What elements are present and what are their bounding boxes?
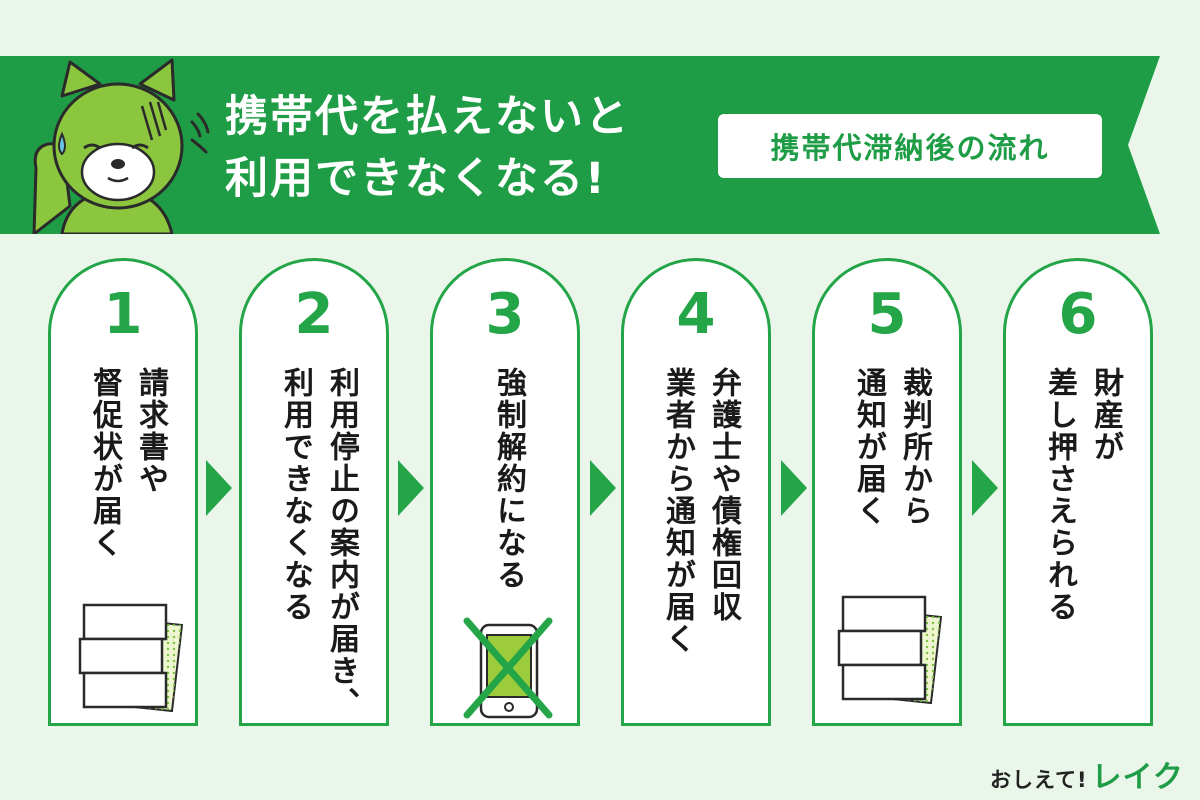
step-card-3: 3 強制解約になる — [430, 258, 580, 726]
step-card-2: 2 利用停止の案内が届き、 利用できなくなる — [239, 258, 389, 726]
step-text: 強制解約になる — [485, 367, 531, 591]
step-text-line: 強制解約になる — [491, 367, 526, 591]
step-text-line: 差し押さえられる — [1042, 367, 1077, 623]
step-text-line: 督促状が届く — [87, 367, 122, 559]
step-text: 財産が 差し押さえられる — [1036, 367, 1128, 623]
step-number: 1 — [103, 282, 143, 347]
step-number: 2 — [294, 282, 334, 347]
step-text-line: 業者から通知が届く — [660, 367, 695, 655]
header-banner: 携帯代を払えないと 利用できなくなる! 携帯代滞納後の流れ — [0, 56, 1200, 234]
arrow-right-icon — [590, 460, 616, 516]
step-number: 3 — [485, 282, 525, 347]
logo-prefix: おしえて! — [990, 768, 1088, 792]
ribbon-shape — [0, 56, 1160, 234]
step-text-line: 通知が届く — [851, 367, 886, 527]
headline: 携帯代を払えないと 利用できなくなる! — [225, 86, 685, 210]
step-text-line: 利用できなくなる — [278, 367, 313, 623]
step-card-4: 4 弁護士や債権回収 業者から通知が届く — [621, 258, 771, 726]
step-text-line: 財産が — [1088, 367, 1123, 463]
step-number: 5 — [867, 282, 907, 347]
step-card-6: 6 財産が 差し押さえられる — [1003, 258, 1153, 726]
paper-document-icon — [837, 595, 943, 705]
subtitle-label: 携帯代滞納後の流れ — [718, 114, 1102, 178]
logo-name: レイク — [1091, 760, 1184, 795]
step-card-5: 5 裁判所から 通知が届く — [812, 258, 962, 726]
step-text: 弁護士や債権回収 業者から通知が届く — [654, 367, 746, 655]
arrow-right-icon — [398, 460, 424, 516]
step-text-line: 裁判所から — [897, 367, 932, 527]
step-text-line: 弁護士や債権回収 — [706, 367, 741, 623]
headline-line-1: 携帯代を払えないと — [225, 92, 630, 142]
step-text: 裁判所から 通知が届く — [845, 367, 937, 527]
step-text-line: 利用停止の案内が届き、 — [324, 367, 359, 719]
headline-line-2: 利用できなくなる! — [225, 154, 607, 204]
crossed-smartphone-icon — [463, 617, 553, 719]
arrow-right-icon — [972, 460, 998, 516]
step-number: 6 — [1058, 282, 1098, 347]
paper-document-icon — [78, 603, 184, 713]
arrow-right-icon — [781, 460, 807, 516]
arrow-right-icon — [206, 460, 232, 516]
step-card-1: 1 請求書や 督促状が届く — [48, 258, 198, 726]
step-text-line: 請求書や — [133, 367, 168, 495]
step-text: 請求書や 督促状が届く — [81, 367, 173, 559]
worried-dog-icon — [32, 58, 210, 234]
brand-logo: おしえて! レイク — [990, 752, 1184, 795]
step-text: 利用停止の案内が届き、 利用できなくなる — [272, 367, 364, 719]
step-number: 4 — [676, 282, 716, 347]
